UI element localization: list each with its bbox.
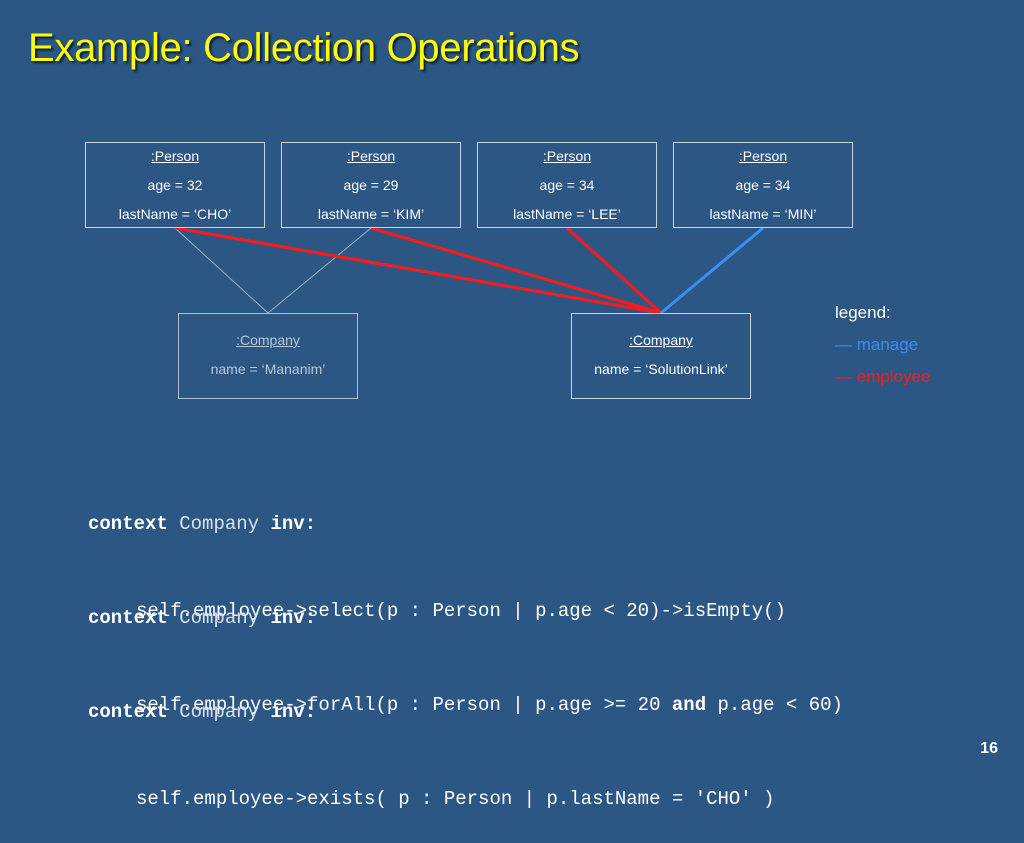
context-type: Company [179,701,260,723]
context-keyword: context [88,701,168,723]
company-box-solutionlink: :Company name = ‘SolutionLink’ [571,313,751,399]
company-class-label: :Company [629,332,693,348]
ocl-constraint-1: context Company inv: self.employee->sele… [88,452,786,655]
ocl-expression: self.employee->select(p : Person | p.age… [136,600,786,622]
legend-manage-label: manage [856,335,919,354]
inv-keyword: inv: [270,513,317,535]
legend-manage-swatch: — [835,335,852,354]
page-number: 16 [980,740,998,757]
person-age: age = 34 [539,177,595,193]
company-name: name = ‘SolutionLink’ [594,361,728,377]
person-age: age = 34 [735,177,791,193]
ocl-constraint-3: context Company inv: self.employee->exis… [88,640,775,843]
ocl-constraint-2: context Company inv: self.employee->forA… [88,546,843,749]
person-age: age = 32 [147,177,203,193]
diagram-links [174,226,764,315]
person-box-kim: :Person age = 29 lastName = ‘KIM’ [281,142,461,228]
person-class-label: :Person [542,148,592,164]
person-box-cho: :Person age = 32 lastName = ‘CHO’ [85,142,265,228]
legend: legend: — manage — employee [835,303,930,387]
context-keyword: context [88,513,168,535]
person-class-label: :Person [150,148,200,164]
inv-keyword: inv: [270,607,317,629]
legend-employee-label: employee [856,367,931,386]
person-box-min: :Person age = 34 lastName = ‘MIN’ [673,142,853,228]
person-lastname: lastName = ‘MIN’ [709,206,817,222]
company-class-label: :Company [236,332,300,348]
and-keyword: and [671,694,707,716]
legend-item-employee: — employee [835,367,930,387]
person-lastname: lastName = ‘LEE’ [513,206,621,222]
person-box-lee: :Person age = 34 lastName = ‘LEE’ [477,142,657,228]
legend-title: legend: [835,303,891,322]
inv-keyword: inv: [270,701,317,723]
ocl-expression-start: self.employee->forAll(p : Person | p.age… [136,694,672,716]
employee-link-kim [370,226,662,315]
employee-link-cho [174,226,662,315]
ocl-expression: self.employee->exists( p : Person | p.la… [136,788,775,810]
person-class-label: :Person [738,148,788,164]
person-lastname: lastName = ‘KIM’ [317,206,425,222]
context-keyword: context [88,607,168,629]
ocl-expression-end: p.age < 60) [706,694,843,716]
link-cho-mananim [174,227,269,314]
link-kim-mananim [267,227,372,314]
context-type: Company [179,607,260,629]
person-lastname: lastName = ‘CHO’ [118,206,232,222]
person-age: age = 29 [343,177,399,193]
company-box-mananim: :Company name = ‘Mananim’ [178,313,358,399]
slide-title: Example: Collection Operations [28,26,580,70]
legend-item-manage: — manage [835,335,930,355]
company-name: name = ‘Mananim’ [210,361,326,377]
legend-employee-swatch: — [835,367,852,386]
employee-link-lee [565,226,663,315]
context-type: Company [179,513,260,535]
manage-link-min [660,226,764,315]
person-class-label: :Person [346,148,396,164]
